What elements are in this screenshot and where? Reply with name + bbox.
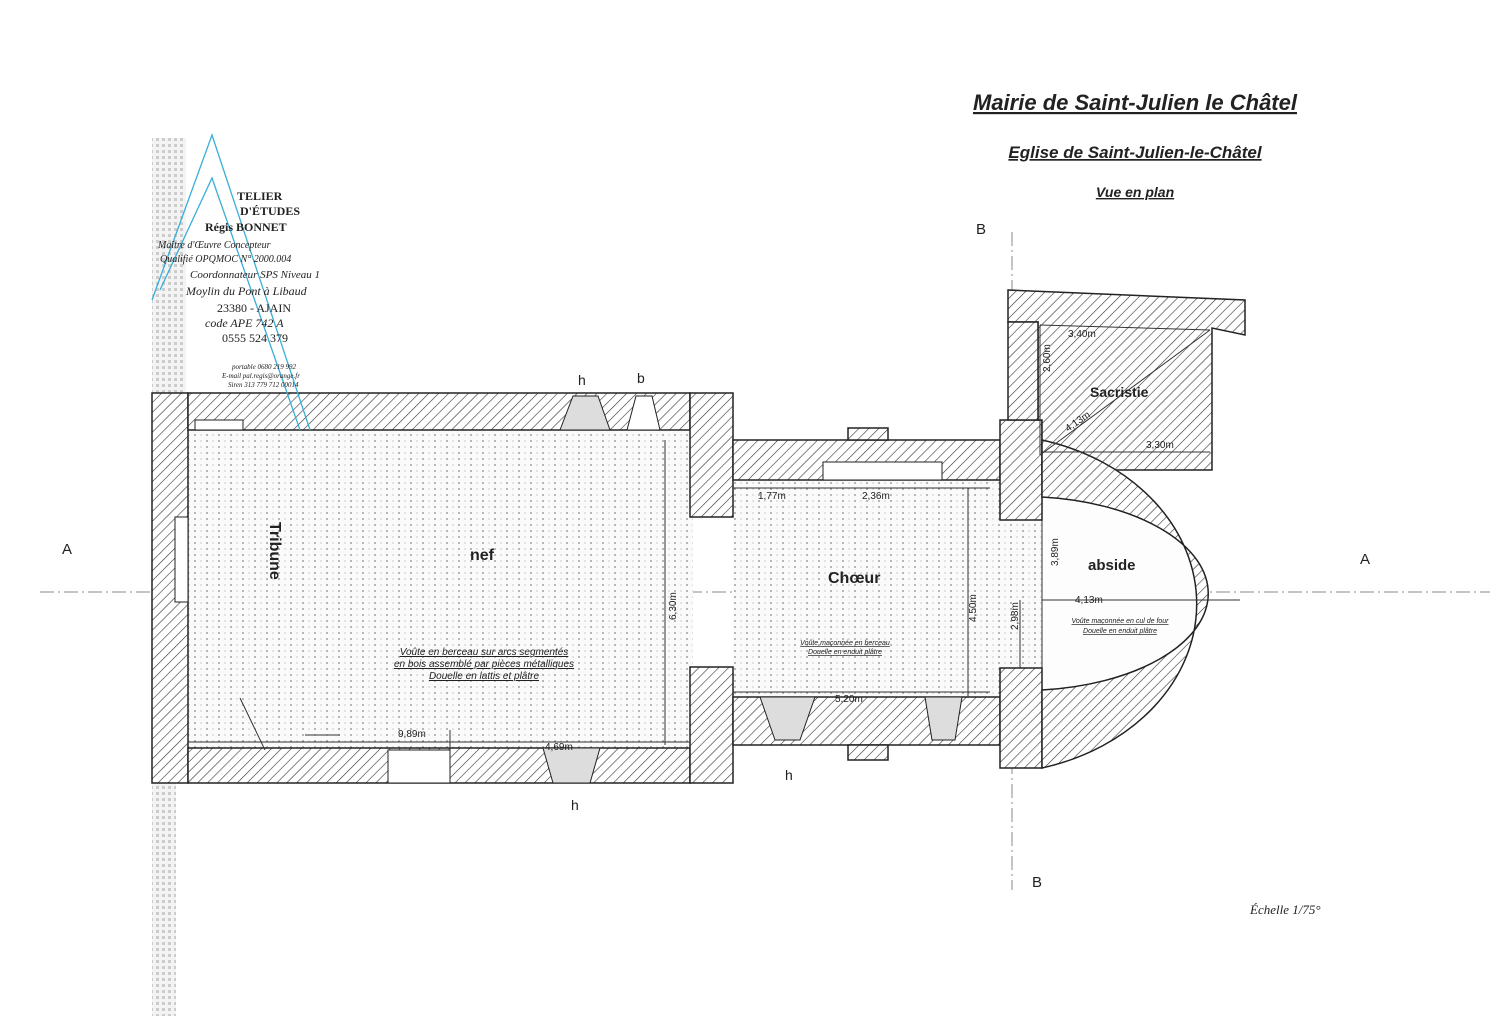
svg-text:Coordonnateur SPS Niveau 1: Coordonnateur SPS Niveau 1 [190, 269, 320, 281]
opening-labels: h b h h [571, 370, 793, 813]
svg-text:Moylin du Pont à Libaud: Moylin du Pont à Libaud [185, 284, 308, 298]
construction-notes: Voûte en berceau sur arcs segmentés en b… [394, 618, 1169, 682]
svg-text:6,30m: 6,30m [668, 592, 679, 620]
svg-text:code APE 742 A: code APE 742 A [205, 316, 284, 330]
svg-text:Douelle en enduit plâtre: Douelle en enduit plâtre [1083, 628, 1157, 635]
svg-text:TELIER: TELIER [237, 189, 283, 203]
svg-text:portable 0680 219 992: portable 0680 219 992 [231, 363, 296, 371]
svg-text:h: h [578, 372, 586, 388]
svg-text:9,89m: 9,89m [398, 729, 426, 740]
svg-text:Voûte maçonnée en berceau: Voûte maçonnée en berceau [800, 640, 890, 647]
svg-text:1,77m: 1,77m [758, 491, 786, 502]
room-nef: nef [470, 547, 495, 564]
architect-stamp: TELIER D'ÉTUDES Régis BONNET Maître d'Œu… [157, 189, 320, 389]
svg-text:en bois assemblé par pièces mé: en bois assemblé par pièces métalliques [394, 659, 574, 670]
windows [174, 395, 963, 784]
svg-text:2,36m: 2,36m [862, 491, 890, 502]
stamp-logo [151, 133, 311, 431]
svg-text:Voûte en berceau sur arcs segm: Voûte en berceau sur arcs segmentés [400, 647, 569, 658]
scale-label: Échelle 1/75° [1249, 902, 1321, 917]
svg-text:B: B [976, 221, 986, 238]
svg-text:Voûte maçonnée en cul de four: Voûte maçonnée en cul de four [1071, 618, 1169, 625]
svg-text:3,30m: 3,30m [1146, 440, 1174, 451]
svg-text:B: B [1032, 874, 1042, 891]
svg-text:h: h [571, 797, 579, 813]
svg-text:b: b [637, 370, 645, 386]
room-choeur: Chœur [828, 570, 880, 587]
svg-text:Douelle en lattis et plâtre: Douelle en lattis et plâtre [429, 671, 540, 682]
page-title: Mairie de Saint-Julien le Châtel [973, 90, 1298, 115]
svg-text:4,13m: 4,13m [1075, 595, 1103, 606]
svg-text:A: A [1360, 551, 1370, 568]
svg-text:Douelle en enduit plâtre: Douelle en enduit plâtre [808, 649, 882, 656]
svg-text:Maître d'Œuvre Concepteur: Maître d'Œuvre Concepteur [157, 240, 271, 251]
svg-text:3,40m: 3,40m [1068, 329, 1096, 340]
svg-text:Siren 313 779 712 00014: Siren 313 779 712 00014 [228, 381, 299, 389]
view-label: Vue en plan [1096, 184, 1174, 200]
svg-text:E-mail pal.regis@orange.fr: E-mail pal.regis@orange.fr [221, 372, 300, 380]
room-sacristie: Sacristie [1090, 384, 1149, 400]
room-tribune: Tribune [266, 522, 283, 580]
svg-text:A: A [62, 541, 72, 558]
svg-text:2,60m: 2,60m [1042, 344, 1053, 372]
scan-strip [152, 783, 176, 1016]
section-marks: A A B B [62, 221, 1370, 891]
svg-text:23380 - AJAIN: 23380 - AJAIN [217, 301, 291, 315]
room-labels: Tribune nef Chœur abside Sacristie [266, 384, 1149, 587]
svg-text:4,69m: 4,69m [545, 742, 573, 753]
svg-text:3,89m: 3,89m [1050, 538, 1061, 566]
svg-text:4,50m: 4,50m [968, 594, 979, 622]
page-subtitle: Eglise de Saint-Julien-le-Châtel [1008, 143, 1262, 162]
svg-text:2,98m: 2,98m [1010, 602, 1021, 630]
dimension-lines [188, 324, 1240, 751]
room-abside: abside [1088, 557, 1136, 574]
svg-text:0555 524 379: 0555 524 379 [222, 331, 288, 345]
svg-text:D'ÉTUDES: D'ÉTUDES [240, 204, 300, 218]
svg-text:Qualifié OPQMOC N° 2000.004: Qualifié OPQMOC N° 2000.004 [160, 254, 291, 265]
svg-text:h: h [785, 767, 793, 783]
svg-text:Régis BONNET: Régis BONNET [205, 220, 287, 234]
scan-strip [152, 138, 186, 393]
svg-text:5,20m: 5,20m [835, 694, 863, 705]
